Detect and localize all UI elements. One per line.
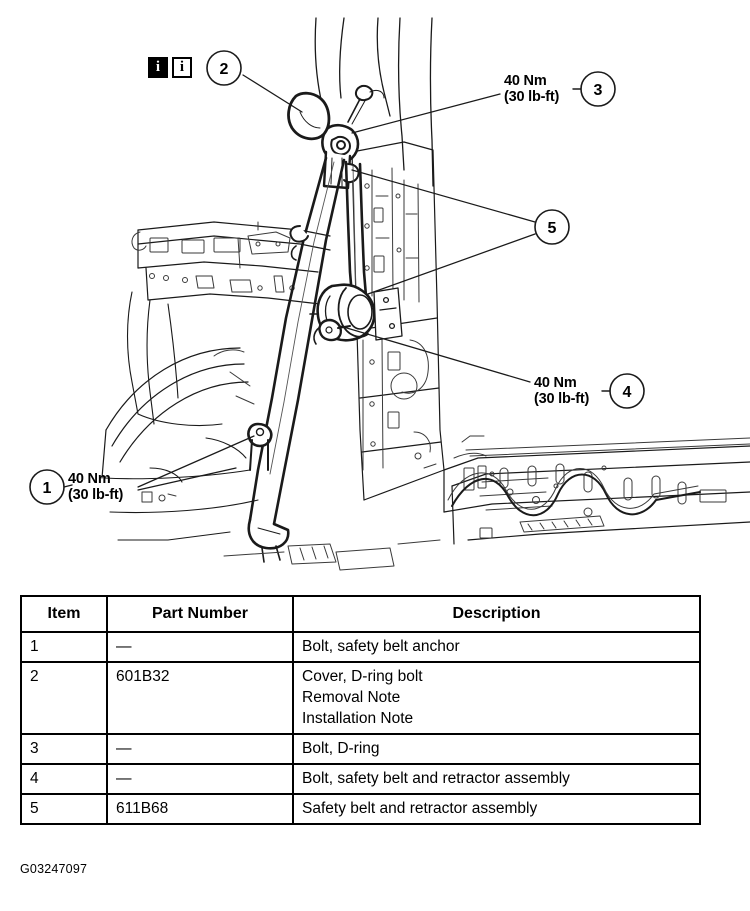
vehicle-b-pillar-drawing: 1 2 3 4 5: [29, 17, 750, 571]
safety-belt-webbing-shoulder: [248, 156, 346, 526]
cell-item: 1: [20, 631, 108, 663]
torque-label-3: 40 Nm(30 lb-ft): [504, 73, 559, 105]
lower-floor-detail: [223, 539, 441, 571]
cell-description: Bolt, D-ring: [292, 733, 701, 765]
column-header-description: Description: [292, 595, 701, 633]
torque-label-3-nm: 40 Nm: [504, 73, 547, 89]
cell-part-number: —: [106, 631, 294, 663]
d-ring-bolt-cover: [287, 91, 331, 141]
description-line: Bolt, safety belt and retractor assembly: [302, 770, 570, 787]
svg-text:5: 5: [548, 220, 557, 237]
description-line-installation-note: Installation Note: [302, 710, 414, 727]
safety-belt-webbing-retractor-run: [344, 160, 368, 298]
belt-lower-end: [247, 518, 290, 563]
parts-table-body: 1 — Bolt, safety belt anchor 2 601B32 Co…: [20, 631, 701, 825]
parts-table-head: Item Part Number Description: [20, 595, 701, 633]
pillar-lower-detail: [362, 337, 437, 471]
info-icon-outline: i: [172, 57, 192, 78]
torque-label-4-nm: 40 Nm: [534, 375, 577, 391]
callout-circle-1: 1: [29, 469, 73, 505]
callout-circle-5: 5: [534, 209, 570, 245]
cell-description: Safety belt and retractor assembly: [292, 793, 701, 825]
leader-line-1b: [137, 467, 237, 491]
column-header-part-number: Part Number: [106, 595, 294, 633]
table-row: 2 601B32 Cover, D-ring bolt Removal Note…: [20, 661, 701, 735]
info-badge-group: i i: [148, 57, 192, 78]
table-row: 5 611B68 Safety belt and retractor assem…: [20, 793, 701, 825]
leader-line-3: [351, 93, 501, 134]
parts-table: Item Part Number Description 1 — Bolt, s…: [20, 595, 701, 825]
d-ring-assembly: [321, 123, 360, 190]
quarter-rails: [465, 437, 750, 457]
info-icon-filled: i: [148, 57, 168, 78]
wheel-arch: [101, 347, 249, 479]
cell-description: Bolt, safety belt anchor: [292, 631, 701, 663]
wire-harness: [451, 473, 701, 517]
cell-part-number: —: [106, 763, 294, 795]
description-line: Safety belt and retractor assembly: [302, 800, 538, 817]
torque-label-1: 40 Nm(30 lb-ft): [68, 471, 123, 503]
dash-panel-detail: [131, 221, 295, 293]
floor-detail: [141, 349, 255, 503]
leader-lines: [137, 74, 536, 491]
floor-contour: [103, 437, 259, 541]
table-row: 3 — Bolt, D-ring: [20, 733, 701, 765]
safety-belt-anchor: [247, 422, 273, 471]
d-ring-bolt-cover-detail: [299, 111, 321, 129]
column-header-item: Item: [20, 595, 108, 633]
cell-part-number: —: [106, 733, 294, 765]
leader-line-5a: [351, 169, 536, 223]
cell-part-number: 611B68: [106, 793, 294, 825]
callout-circle-3: 3: [572, 71, 616, 107]
retractor-bracket: [373, 287, 403, 341]
cell-item: 5: [20, 793, 108, 825]
svg-text:3: 3: [594, 82, 603, 99]
callout-circle-2: 2: [206, 50, 242, 86]
description-line-removal-note: Removal Note: [302, 689, 401, 706]
leader-line-2: [242, 74, 303, 113]
description-line: Cover, D-ring bolt: [302, 668, 423, 685]
callout-circle-4: 4: [601, 373, 645, 409]
cell-item: 2: [20, 661, 108, 735]
svg-text:4: 4: [623, 384, 632, 401]
dash-cowl-panel: [137, 221, 331, 305]
cell-description: Cover, D-ring bolt Removal Note Installa…: [292, 661, 701, 735]
table-row: 4 — Bolt, safety belt and retractor asse…: [20, 763, 701, 795]
leader-line-4: [339, 325, 531, 383]
torque-label-1-lbft: (30 lb-ft): [68, 487, 124, 503]
cell-description: Bolt, safety belt and retractor assembly: [292, 763, 701, 795]
d-ring-bolt: [347, 84, 385, 125]
left-kick-panel: [126, 291, 223, 427]
callout-circles: 1 2 3 4 5: [29, 50, 645, 505]
torque-label-4: 40 Nm(30 lb-ft): [534, 375, 589, 407]
description-line: Bolt, safety belt anchor: [302, 638, 460, 655]
wire-harness-inner: [447, 468, 699, 510]
cell-item: 4: [20, 763, 108, 795]
torque-label-1-nm: 40 Nm: [68, 471, 111, 487]
cell-part-number: 601B32: [106, 661, 294, 735]
description-line: Bolt, D-ring: [302, 740, 380, 757]
webbing-guide-clip: [289, 225, 309, 261]
leader-line-1a: [137, 435, 255, 488]
figure-id-label: G03247097: [20, 862, 88, 876]
table-row: 1 — Bolt, safety belt anchor: [20, 631, 701, 663]
parts-table-container: Item Part Number Description 1 — Bolt, s…: [20, 595, 701, 825]
torque-label-3-lbft: (30 lb-ft): [504, 89, 560, 105]
torque-label-4-lbft: (30 lb-ft): [534, 391, 590, 407]
leader-line-5b: [367, 233, 536, 295]
svg-text:1: 1: [43, 480, 52, 497]
table-header-row: Item Part Number Description: [20, 595, 701, 633]
cell-item: 3: [20, 733, 108, 765]
technical-illustration: 1 2 3 4 5: [29, 17, 750, 571]
svg-text:2: 2: [220, 61, 229, 78]
